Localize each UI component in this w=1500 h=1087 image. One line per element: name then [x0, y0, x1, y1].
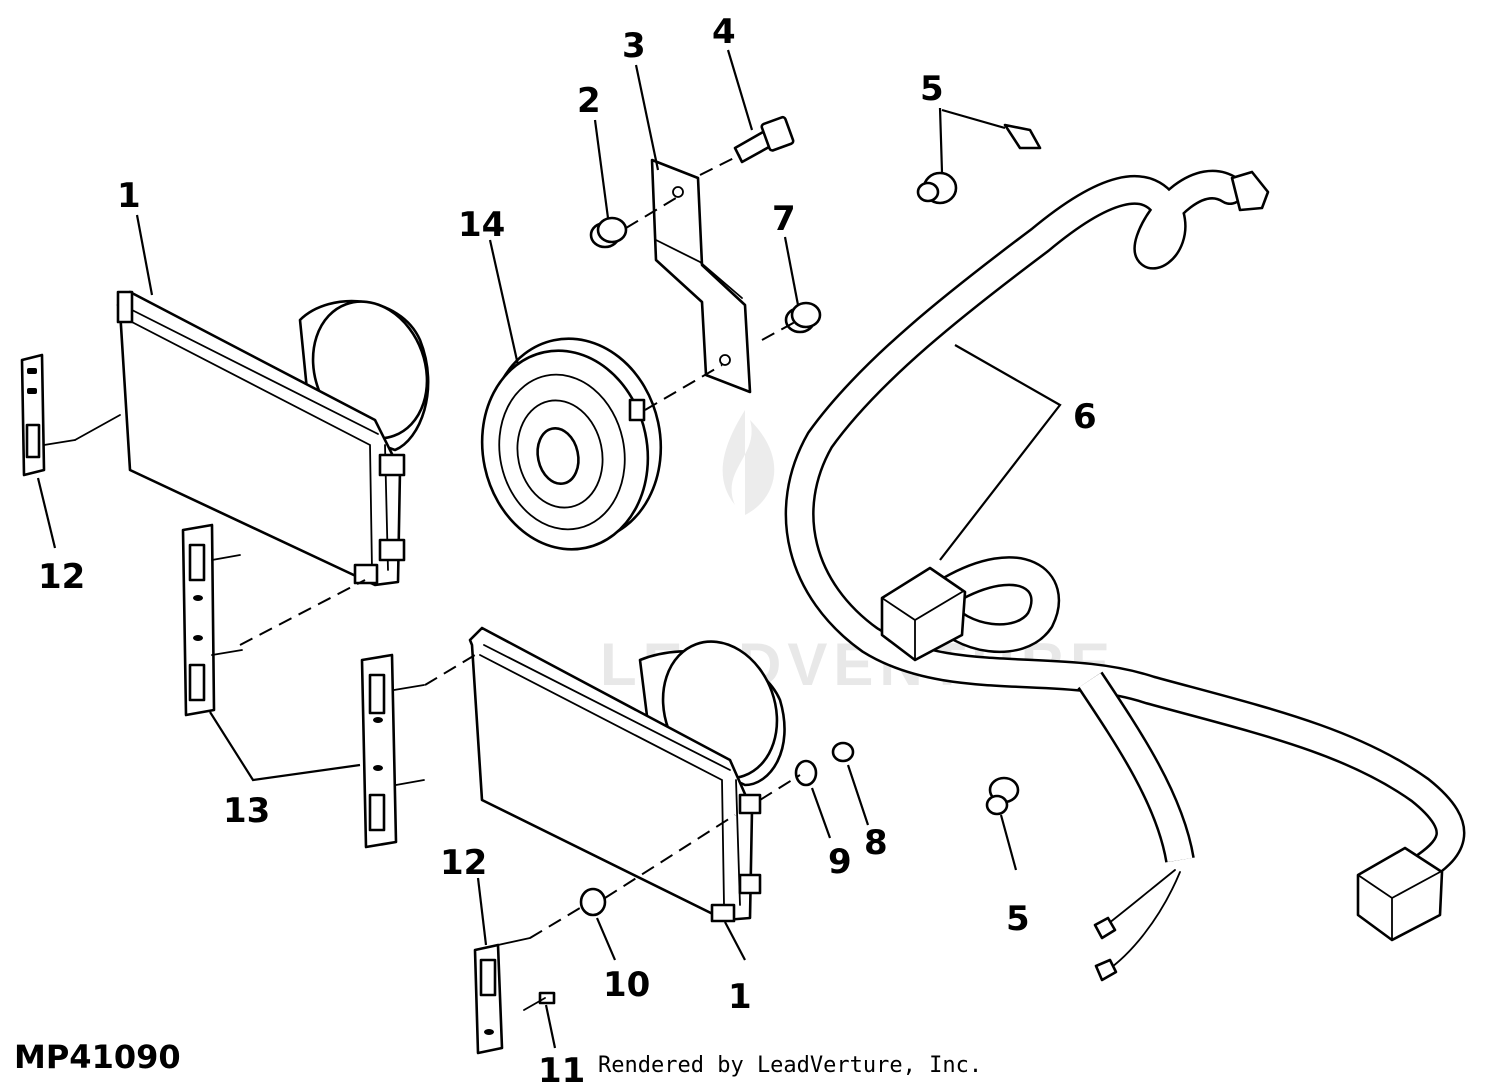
nut-2 [589, 216, 628, 249]
wiring-harness [784, 169, 1466, 982]
callout-10: 10 [603, 965, 650, 1005]
callout-1b: 1 [728, 977, 752, 1017]
callout-5b: 5 [1006, 899, 1030, 939]
clips [916, 123, 1042, 816]
headlight-lower [468, 626, 786, 923]
watermark-flame-icon [722, 410, 775, 515]
callout-12b: 12 [440, 843, 487, 883]
callout-14: 14 [458, 205, 505, 245]
headlight-housing [468, 626, 754, 922]
figure-id: MP41090 [14, 1038, 181, 1076]
callout-8: 8 [864, 823, 888, 863]
callout-2: 2 [577, 81, 601, 121]
render-credit: Rendered by LeadVerture, Inc. [598, 1053, 982, 1078]
callout-11: 11 [538, 1051, 585, 1087]
bolt [733, 115, 795, 164]
harness-icon [784, 169, 1466, 885]
leader-lines [36, 49, 1062, 1049]
callout-5: 5 [920, 69, 944, 109]
mounting-bracket [650, 158, 752, 394]
callout-13: 13 [223, 791, 270, 831]
hardware-small [523, 741, 855, 1011]
bracket-icon [650, 158, 752, 394]
callout-3: 3 [622, 26, 646, 66]
callout-1: 1 [117, 176, 141, 216]
callout-6: 6 [1073, 397, 1097, 437]
callout-4: 4 [712, 12, 736, 52]
callout-12: 12 [38, 557, 85, 597]
callout-7: 7 [772, 199, 796, 239]
callout-9: 9 [828, 842, 852, 882]
headlight-housing [116, 290, 402, 587]
callout-numbers: 1 2 3 4 5 7 14 6 12 13 8 9 5 12 10 1 11 [38, 12, 1097, 1087]
mounting-strips [20, 353, 531, 1055]
nut-7 [784, 301, 822, 334]
headlight-upper [116, 290, 430, 587]
horn [480, 337, 663, 551]
assembly-lines [74, 154, 801, 939]
